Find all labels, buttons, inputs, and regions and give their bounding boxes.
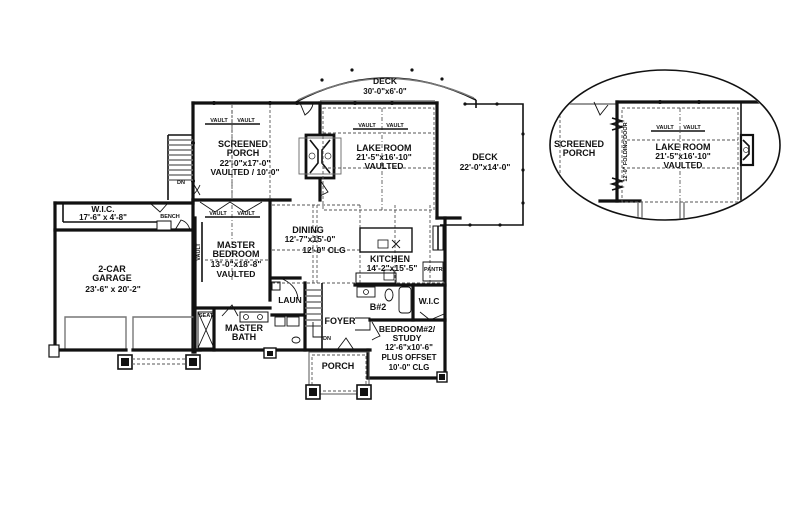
posts xyxy=(191,101,394,183)
bath-2: B#2 xyxy=(353,283,447,331)
laundry: LAUN xyxy=(270,276,307,344)
lake-room: VAULT VAULT LAKE ROOM 21'-5"x16'-10" VAU… xyxy=(322,107,435,211)
porch-name: PORCH xyxy=(322,361,355,371)
wic-garage-name: W.I.C. xyxy=(91,204,114,214)
lake-room-note: VAULTED xyxy=(365,161,404,171)
inset-lake-room-note: VAULTED xyxy=(664,160,703,170)
dining-dims: 12'-7"x15'-0" xyxy=(285,234,336,244)
vault-label: VAULT xyxy=(209,211,227,217)
master-bedroom-name-1: MASTER xyxy=(217,240,256,250)
deck-side-dims: 22'-0"x14'-0" xyxy=(460,162,511,172)
garage: W.I.C. 17'-6" x 4'-8" BENCH 2-CAR GARAGE… xyxy=(48,198,202,358)
vault-label: VAULT xyxy=(358,123,376,129)
deck-top-name: DECK xyxy=(373,76,398,86)
master-bedroom-name-2: BEDROOM xyxy=(213,249,260,259)
wic-bed2-name: W.I.C xyxy=(419,296,440,306)
deck-top-dims: 30'-0"x6'-0" xyxy=(363,87,407,96)
vault-label: VAULT xyxy=(196,243,202,261)
fireplace xyxy=(298,133,342,197)
inset-screened-1: SCREENED xyxy=(554,139,605,149)
lake-room-dims: 21'-5"x16'-10" xyxy=(356,152,412,162)
porch: PORCH xyxy=(305,351,372,400)
foyer-name: FOYER xyxy=(324,316,356,326)
seat-label: SEAT xyxy=(199,313,214,319)
bedroom-2-name-2: STUDY xyxy=(393,333,422,343)
dining-note: 12'-0" CLG xyxy=(302,245,346,255)
master-bath: SEAT MASTER BATH xyxy=(193,304,372,359)
vault-label: VAULT xyxy=(237,118,255,124)
laundry-name: LAUN xyxy=(278,295,302,305)
kitchen-name: KITCHEN xyxy=(370,254,410,264)
wic-garage-dims: 17'-6" x 4'-8" xyxy=(79,213,127,222)
dining-name: DINING xyxy=(292,225,324,235)
screened-porch-name-2: PORCH xyxy=(227,148,260,158)
inset-detail: VAULT VAULT SCREENED PORCH LAKE ROOM 21'… xyxy=(549,69,781,221)
exterior-walls xyxy=(191,100,462,382)
vault-label: VAULT xyxy=(386,123,404,129)
master-bath-name-1: MASTER xyxy=(225,323,264,333)
bedroom-2-note-1: PLUS OFFSET xyxy=(381,353,436,362)
bench-label: BENCH xyxy=(160,214,180,220)
inset-screened-2: PORCH xyxy=(563,148,596,158)
master-bath-name-2: BATH xyxy=(232,332,256,342)
foyer: FOYER xyxy=(324,316,356,351)
bedroom-2-dims: 12'-6"x10'-6" xyxy=(385,343,433,352)
deck-side: DECK 22'-0"x14'-0" xyxy=(440,102,525,227)
stairs-down-label: DN xyxy=(323,336,331,342)
master-bedroom-dims: 13'-0"x18'-8" xyxy=(211,259,262,269)
bath-2-name: B#2 xyxy=(370,302,387,312)
vault-label: VAULT xyxy=(237,211,255,217)
stairs-down-label: DN xyxy=(177,180,185,186)
kitchen-dims: 14'-2"x15'-5" xyxy=(367,263,418,273)
inset-vault-label: VAULT xyxy=(683,125,701,131)
garage-name-1: 2-CAR xyxy=(98,264,126,274)
bedroom-2-note-2: 10'-0" CLG xyxy=(389,363,430,372)
inset-folding-door-label: 12'-0" FOLDING DOOR xyxy=(623,122,629,181)
lake-room-name: LAKE ROOM xyxy=(357,143,412,153)
screened-porch: VAULT VAULT SCREENED PORCH 22'-0"x17'-0"… xyxy=(205,102,314,198)
master-bedroom: VAULT VAULT VAULT MASTER BEDROOM 13'-0"x… xyxy=(193,198,272,354)
deck-side-name: DECK xyxy=(472,152,498,162)
vault-label: VAULT xyxy=(210,118,228,124)
screened-porch-note: VAULTED / 10'-0" xyxy=(210,167,279,177)
inset-lake-room-dims: 21'-5"x16'-10" xyxy=(655,151,711,161)
screened-porch-dims: 22'-0"x17'-0" xyxy=(220,158,271,168)
bedroom-2-name-1: BEDROOM#2/ xyxy=(379,324,436,334)
screened-porch-name-1: SCREENED xyxy=(218,139,269,149)
wic-bed2: W.I.C xyxy=(419,296,445,321)
garage-posts xyxy=(117,354,201,370)
inset-lake-room: LAKE ROOM xyxy=(656,142,711,152)
bedroom-2: BEDROOM#2/ STUDY 12'-6"x10'-6" PLUS OFFS… xyxy=(366,318,448,383)
exterior-stairs: DN xyxy=(167,134,201,200)
kitchen: KITCHEN 14'-2"x15'-5" PANTRY xyxy=(355,205,446,285)
garage-name-2: GARAGE xyxy=(92,273,132,283)
pantry-label: PANTRY xyxy=(424,267,446,273)
interior-stairs: DN xyxy=(303,281,331,352)
garage-dims: 23'-6" x 20'-2" xyxy=(85,284,141,294)
master-bedroom-note: VAULTED xyxy=(217,269,256,279)
inset-vault-label: VAULT xyxy=(656,125,674,131)
